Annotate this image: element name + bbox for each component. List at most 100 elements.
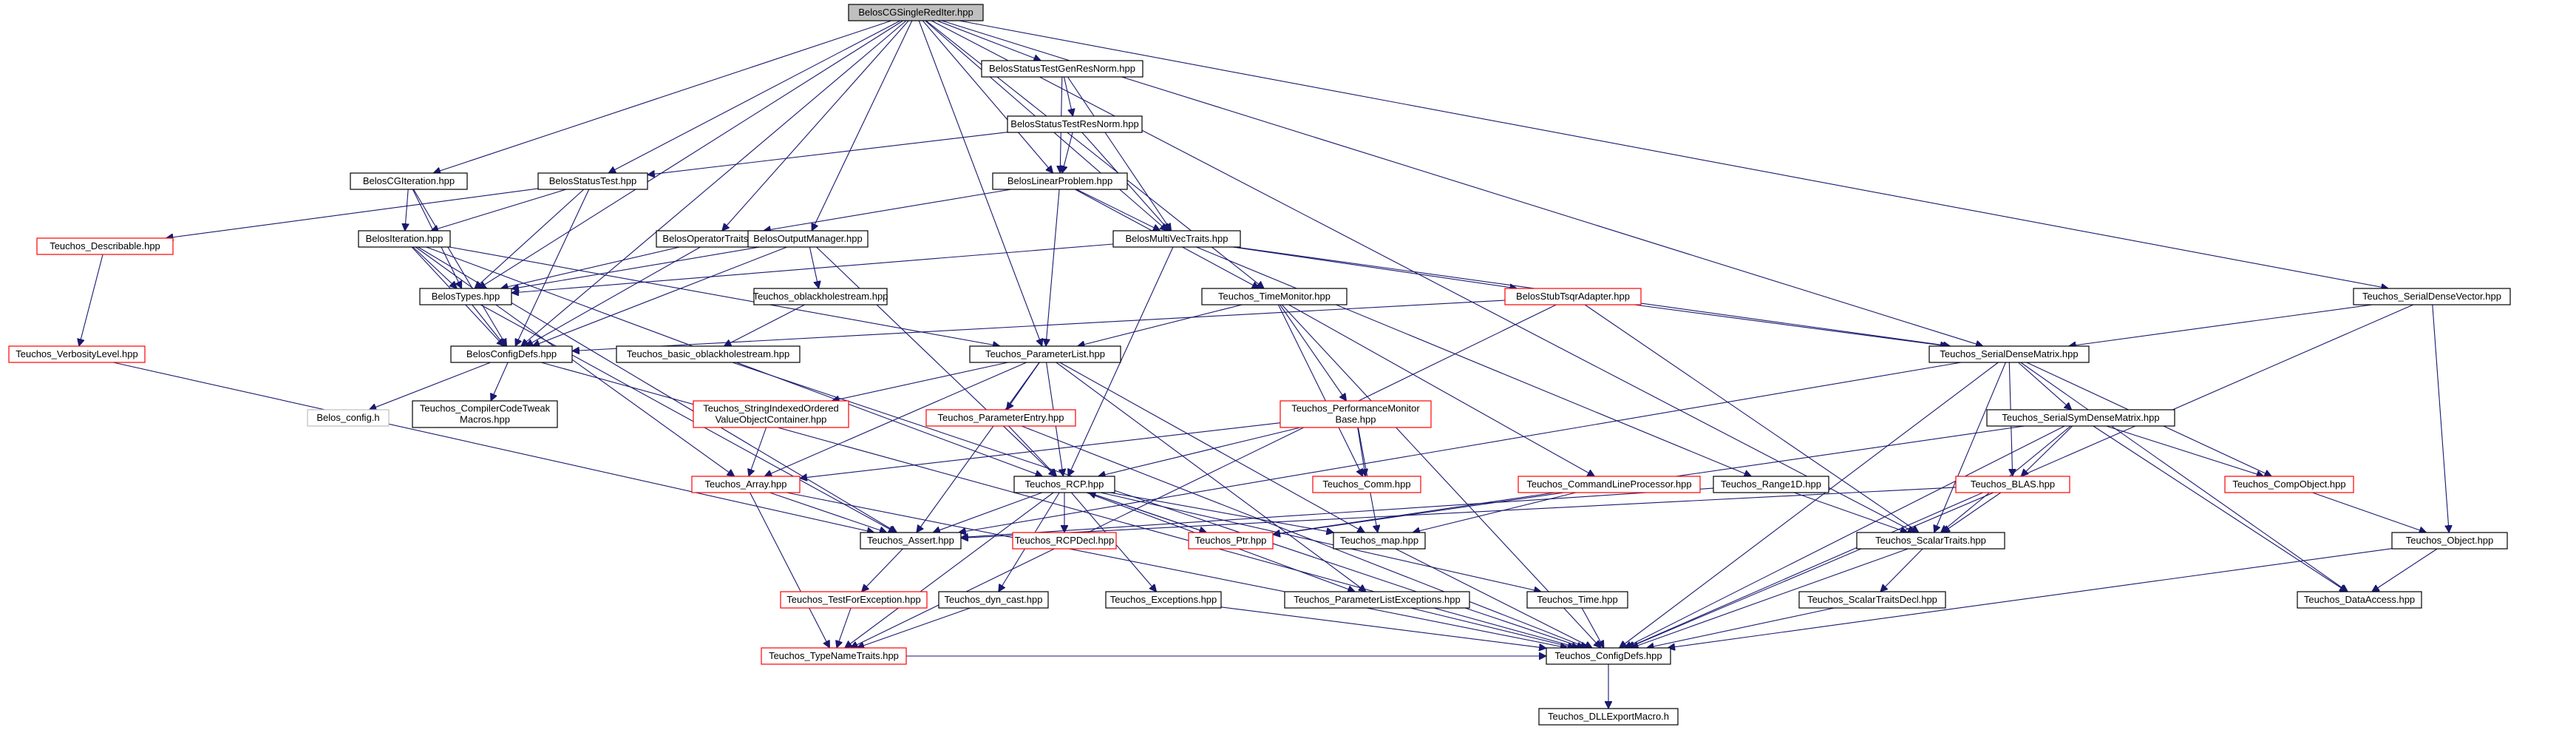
node-label: Teuchos_StringIndexedOrdered xyxy=(703,403,839,414)
header-node-assert[interactable]: Teuchos_Assert.hpp xyxy=(860,532,962,550)
header-node-sivo[interactable]: Teuchos_StringIndexedOrderedValueObjectC… xyxy=(693,400,849,428)
edge-ple-to-tcd xyxy=(1410,607,1574,648)
edge-sdm-to-tcd xyxy=(1620,362,1999,648)
header-node-tfe[interactable]: Teuchos_TestForException.hpp xyxy=(780,591,928,609)
edge-pl-to-sivo xyxy=(832,362,1008,401)
header-node-cgi[interactable]: BelosCGIteration.hpp xyxy=(350,172,468,190)
header-node-map[interactable]: Teuchos_map.hpp xyxy=(1333,532,1426,550)
node-box xyxy=(1518,476,1701,493)
node-label: Teuchos_Array.hpp xyxy=(704,479,786,490)
header-node-bconf[interactable]: Belos_config.h xyxy=(307,409,390,427)
header-node-ptr[interactable]: Teuchos_Ptr.hpp xyxy=(1188,532,1274,550)
node-label: BelosLinearProblem.hpp xyxy=(1007,175,1112,186)
header-node-st[interactable]: BelosStatusTest.hpp xyxy=(537,172,648,190)
header-node-sdm[interactable]: Teuchos_SerialDenseMatrix.hpp xyxy=(1928,345,2090,363)
header-node-blas[interactable]: Teuchos_BLAS.hpp xyxy=(1955,476,2070,493)
edge-assert-to-tfe xyxy=(862,548,903,592)
header-node-types[interactable]: BelosTypes.hpp xyxy=(419,288,512,305)
edge-ssdm-to-da xyxy=(2093,425,2347,592)
node-box xyxy=(981,60,1143,78)
node-label: Teuchos_oblackholestream.hpp xyxy=(753,291,888,302)
edge-ssdm-to-blas xyxy=(2021,425,2073,476)
node-label: BelosConfigDefs.hpp xyxy=(466,348,557,359)
header-node-stgrn[interactable]: BelosStatusTestGenResNorm.hpp xyxy=(981,60,1143,78)
header-node-tnt[interactable]: Teuchos_TypeNameTraits.hpp xyxy=(761,647,907,665)
node-box xyxy=(2353,288,2511,305)
header-node-lp[interactable]: BelosLinearProblem.hpp xyxy=(992,172,1128,190)
node-label: Teuchos_dyn_cast.hpp xyxy=(945,594,1043,605)
node-label: Teuchos_Describable.hpp xyxy=(50,240,160,251)
edge-tm-to-pmb xyxy=(1279,304,1347,401)
header-node-opt[interactable]: BelosOperatorTraits.hpp xyxy=(656,230,774,248)
header-node-bobl[interactable]: Teuchos_basic_oblackholestream.hpp xyxy=(616,345,801,363)
header-node-ple[interactable]: Teuchos_ParameterListExceptions.hpp xyxy=(1284,591,1470,609)
node-label: BelosOperatorTraits.hpp xyxy=(662,233,767,244)
edge-root-to-sdv xyxy=(959,20,2388,288)
edge-mvt-to-sta xyxy=(1232,246,1518,288)
header-node-obl[interactable]: Teuchos_oblackholestream.hpp xyxy=(753,288,888,305)
edge-pmb-to-rcp xyxy=(1098,427,1301,476)
header-node-ssdm[interactable]: Teuchos_SerialSymDenseMatrix.hpp xyxy=(1986,409,2175,427)
header-node-vl[interactable]: Teuchos_VerbosityLevel.hpp xyxy=(8,345,146,363)
edge-lp-to-opt xyxy=(764,189,1012,231)
header-node-mvt[interactable]: BelosMultiVecTraits.hpp xyxy=(1112,230,1241,248)
header-node-arr[interactable]: Teuchos_Array.hpp xyxy=(691,476,801,493)
node-label: Teuchos_ScalarTraits.hpp xyxy=(1875,535,1986,546)
node-box xyxy=(780,591,928,609)
header-node-cd[interactable]: BelosConfigDefs.hpp xyxy=(450,345,573,363)
header-node-strn[interactable]: BelosStatusTestResNorm.hpp xyxy=(1007,115,1143,133)
header-nodes: BelosCGSingleRedIter.hppBelosStatusTestG… xyxy=(8,4,2511,726)
header-node-pl[interactable]: Teuchos_ParameterList.hpp xyxy=(969,345,1121,363)
node-label: Macros.hpp xyxy=(460,414,510,425)
header-node-sct[interactable]: Teuchos_ScalarTraits.hpp xyxy=(1856,532,2005,550)
edge-mvt-to-types xyxy=(512,243,1114,293)
header-node-sdv[interactable]: Teuchos_SerialDenseVector.hpp xyxy=(2353,288,2511,305)
header-node-da[interactable]: Teuchos_DataAccess.hpp xyxy=(2297,591,2422,609)
node-box xyxy=(1955,476,2070,493)
node-box xyxy=(1007,115,1143,133)
edge-sta-to-sdm xyxy=(1634,304,1948,346)
edge-r1d-to-sct xyxy=(1794,492,1907,533)
header-node-dll[interactable]: Teuchos_DLLExportMacro.h xyxy=(1538,708,1679,726)
edge-sctd-to-tcd xyxy=(1647,607,1835,648)
header-node-sctd[interactable]: Teuchos_ScalarTraitsDecl.hpp xyxy=(1798,591,1946,609)
node-box xyxy=(1312,476,1421,493)
header-node-sta[interactable]: BelosStubTsqrAdapter.hpp xyxy=(1504,288,1642,305)
node-box xyxy=(1538,708,1679,726)
header-node-pe[interactable]: Teuchos_ParameterEntry.hpp xyxy=(925,409,1076,427)
node-label: Teuchos_DataAccess.hpp xyxy=(2304,594,2415,605)
edge-types-to-assert xyxy=(480,304,896,533)
node-box xyxy=(1284,591,1470,609)
header-node-time[interactable]: Teuchos_Time.hpp xyxy=(1526,591,1628,609)
edge-sdm-to-da xyxy=(2020,362,2348,592)
header-node-rcpd[interactable]: Teuchos_RCPDecl.hpp xyxy=(1012,532,1117,550)
header-node-om[interactable]: BelosOutputManager.hpp xyxy=(747,230,869,248)
header-node-obj[interactable]: Teuchos_Object.hpp xyxy=(2391,532,2508,550)
header-node-root[interactable]: BelosCGSingleRedIter.hpp xyxy=(848,4,984,21)
header-node-desc[interactable]: Teuchos_Describable.hpp xyxy=(36,237,174,255)
header-node-exc[interactable]: Teuchos_Exceptions.hpp xyxy=(1105,591,1222,609)
header-node-co[interactable]: Teuchos_CompObject.hpp xyxy=(2224,476,2354,493)
header-node-comm[interactable]: Teuchos_Comm.hpp xyxy=(1312,476,1421,493)
node-label: Teuchos_basic_oblackholestream.hpp xyxy=(627,348,789,359)
edge-pl-to-ple xyxy=(1056,362,1366,592)
header-node-clp[interactable]: Teuchos_CommandLineProcessor.hpp xyxy=(1518,476,1701,493)
node-box xyxy=(1013,476,1115,493)
header-node-tcd[interactable]: Teuchos_ConfigDefs.hpp xyxy=(1546,647,1671,665)
edge-pe-to-tcd xyxy=(1021,425,1588,648)
edge-sta-to-cd xyxy=(572,300,1506,351)
node-label: BelosStatusTestGenResNorm.hpp xyxy=(989,63,1135,74)
header-node-dync[interactable]: Teuchos_dyn_cast.hpp xyxy=(938,591,1049,609)
header-node-iter[interactable]: BelosIteration.hpp xyxy=(358,230,451,248)
node-label: Teuchos_ScalarTraitsDecl.hpp xyxy=(1807,594,1937,605)
node-box xyxy=(693,400,849,428)
header-node-rcp[interactable]: Teuchos_RCP.hpp xyxy=(1013,476,1115,493)
edge-root-to-st xyxy=(608,20,901,173)
header-node-tm[interactable]: Teuchos_TimeMonitor.hpp xyxy=(1201,288,1348,305)
header-node-r1d[interactable]: Teuchos_Range1D.hpp xyxy=(1713,476,1829,493)
edge-rcp-to-map xyxy=(1109,492,1334,533)
node-box xyxy=(1856,532,2005,550)
edge-root-to-cd xyxy=(521,20,907,346)
